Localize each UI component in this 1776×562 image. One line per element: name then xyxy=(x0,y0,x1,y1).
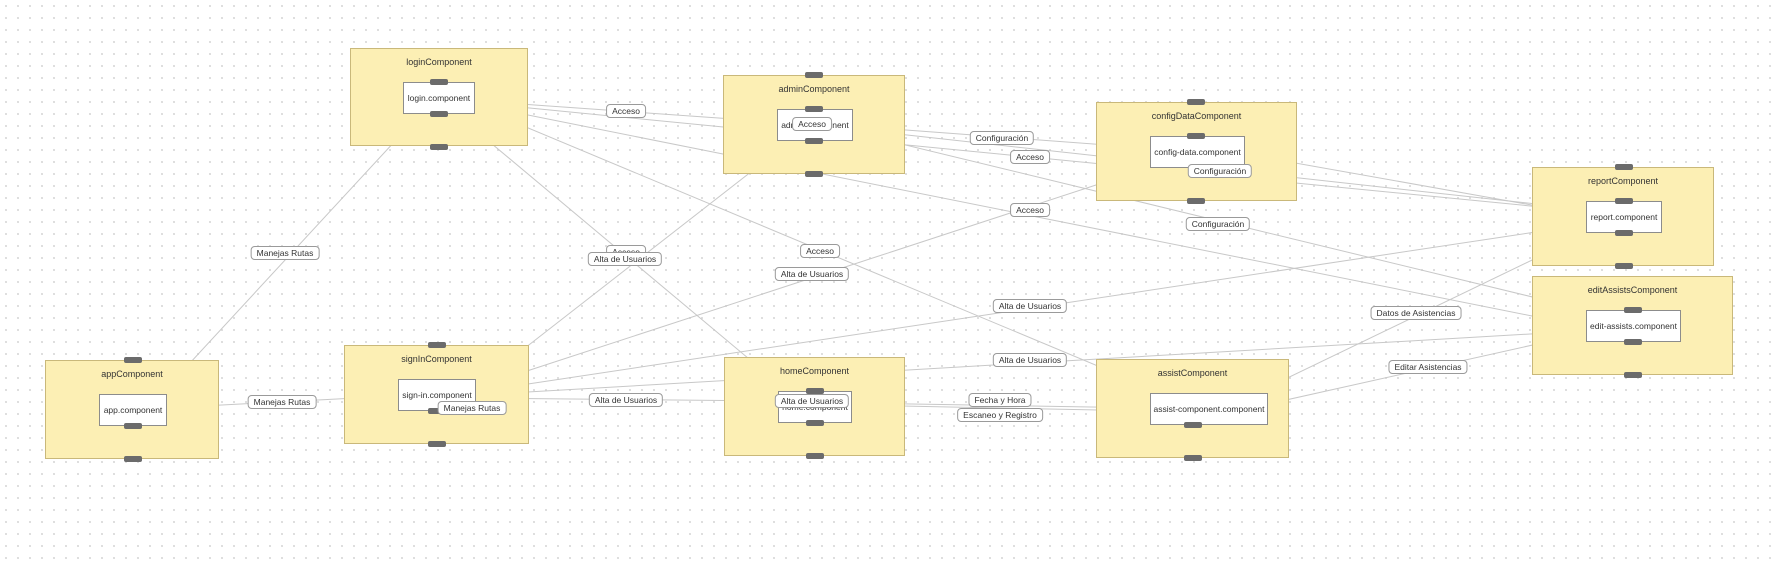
edge-label[interactable]: Configuración xyxy=(969,131,1035,145)
connection-handle[interactable] xyxy=(805,171,823,177)
connection-handle[interactable] xyxy=(1187,99,1205,105)
group-title: signInComponent xyxy=(401,354,472,364)
group-title: configDataComponent xyxy=(1151,111,1242,121)
edge-label[interactable]: Manejas Rutas xyxy=(247,395,317,409)
edge-label[interactable]: Acceso xyxy=(1010,203,1050,217)
edge-label[interactable]: Manejas Rutas xyxy=(250,246,320,260)
connection-handle[interactable] xyxy=(805,106,823,112)
edge-label[interactable]: Alta de Usuarios xyxy=(588,393,664,407)
connection-handle[interactable] xyxy=(1615,230,1633,236)
edge-label[interactable]: Alta de Usuarios xyxy=(992,299,1068,313)
connection-handle[interactable] xyxy=(1187,198,1205,204)
connection-handle[interactable] xyxy=(806,420,824,426)
connection-handle[interactable] xyxy=(1624,307,1642,313)
login-component-group[interactable]: loginComponent login.component xyxy=(350,48,528,150)
connection-handle[interactable] xyxy=(428,342,446,348)
connection-handle[interactable] xyxy=(805,138,823,144)
edge-label[interactable]: Alta de Usuarios xyxy=(774,267,850,281)
connection-handle[interactable] xyxy=(806,388,824,394)
connection-handle[interactable] xyxy=(428,441,446,447)
login-component-node[interactable]: login.component xyxy=(403,82,475,114)
group-title: assistComponent xyxy=(1157,368,1228,378)
assist-component-group[interactable]: assistComponent assist-component.compone… xyxy=(1096,359,1289,461)
edge-label[interactable]: Configuración xyxy=(1185,217,1251,231)
edge-label[interactable]: Datos de Asistencias xyxy=(1370,306,1462,320)
group-title: editAssistsComponent xyxy=(1587,285,1678,295)
assist-component-node[interactable]: assist-component.component xyxy=(1150,393,1268,425)
group-title: appComponent xyxy=(101,369,163,379)
edge-label[interactable]: Acceso xyxy=(792,117,832,131)
edge-label[interactable]: Acceso xyxy=(800,244,840,258)
connection-handle[interactable] xyxy=(1615,263,1633,269)
report-component-group[interactable]: reportComponent report.component xyxy=(1532,164,1714,269)
edge-label[interactable]: Alta de Usuarios xyxy=(587,252,663,266)
group-title: adminComponent xyxy=(778,84,850,94)
connection-handle[interactable] xyxy=(1624,372,1642,378)
connection-handle[interactable] xyxy=(1187,133,1205,139)
connection-handle[interactable] xyxy=(428,408,446,414)
connection-handle[interactable] xyxy=(805,72,823,78)
connection-handle[interactable] xyxy=(124,456,142,462)
connection-handle[interactable] xyxy=(806,453,824,459)
edge-label[interactable]: Acceso xyxy=(606,104,646,118)
edge-config-report xyxy=(1244,153,1583,217)
app-component-node[interactable]: app.component xyxy=(99,394,167,426)
connection-handle[interactable] xyxy=(124,357,142,363)
sign-in-component-group[interactable]: signInComponent sign-in.component xyxy=(344,342,529,447)
group-title: homeComponent xyxy=(779,366,850,376)
edge-label[interactable]: Escaneo y Registro xyxy=(957,408,1043,422)
connection-handle[interactable] xyxy=(1615,164,1633,170)
group-title: reportComponent xyxy=(1587,176,1659,186)
group-title: loginComponent xyxy=(406,57,472,67)
edit-assists-component-group[interactable]: editAssistsComponent edit-assists.compon… xyxy=(1532,276,1733,378)
connection-handle[interactable] xyxy=(430,144,448,150)
edge-label[interactable]: Fecha y Hora xyxy=(968,393,1032,407)
edit-assists-component-node[interactable]: edit-assists.component xyxy=(1586,310,1681,342)
connection-handle[interactable] xyxy=(1624,339,1642,345)
edge-label[interactable]: Configuración xyxy=(1187,164,1253,178)
edge-label[interactable]: Manejas Rutas xyxy=(437,401,507,415)
edge-label[interactable]: Alta de Usuarios xyxy=(992,353,1068,367)
config-data-component-group[interactable]: configDataComponent config-data.componen… xyxy=(1096,99,1297,204)
edge-label[interactable]: Alta de Usuarios xyxy=(774,394,850,408)
connection-handle[interactable] xyxy=(124,423,142,429)
config-data-component-node[interactable]: config-data.component xyxy=(1150,136,1245,168)
edge-label[interactable]: Editar Asistencias xyxy=(1388,360,1468,374)
edge-signin-admin xyxy=(524,142,789,349)
report-component-node[interactable]: report.component xyxy=(1586,201,1662,233)
connection-handle[interactable] xyxy=(430,111,448,117)
edge-label[interactable]: Acceso xyxy=(1010,150,1050,164)
connection-handle[interactable] xyxy=(430,79,448,85)
connection-handle[interactable] xyxy=(1184,455,1202,461)
connection-handle[interactable] xyxy=(1184,422,1202,428)
connection-handle[interactable] xyxy=(1615,198,1633,204)
app-component-group[interactable]: appComponent app.component xyxy=(45,357,219,462)
